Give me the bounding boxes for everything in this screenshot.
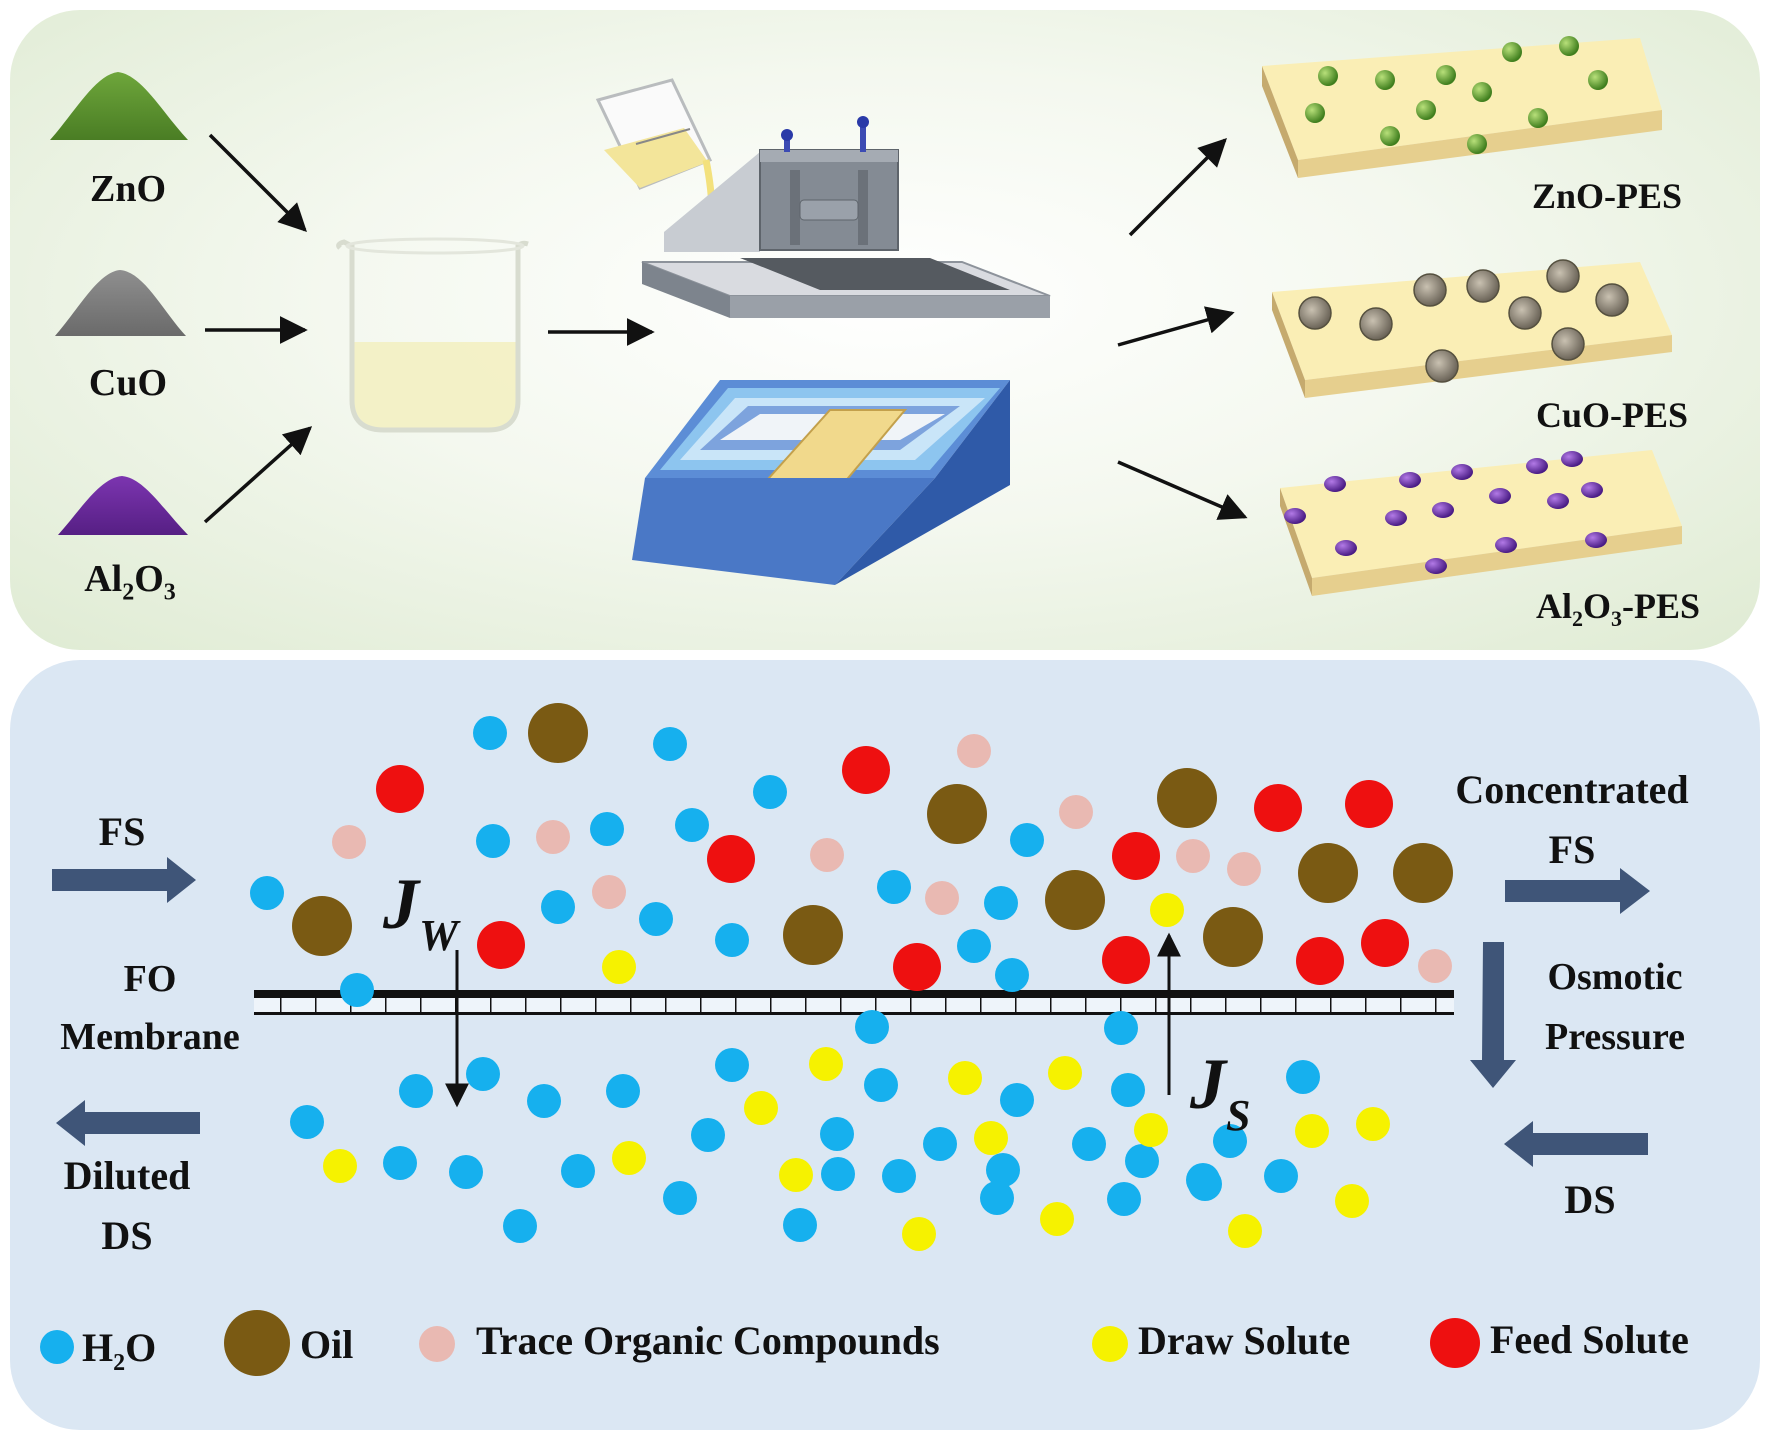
osmotic-pressure-arrow bbox=[1470, 942, 1516, 1088]
forward-osmosis-panel bbox=[10, 660, 1760, 1430]
zno-powder bbox=[50, 72, 188, 140]
legend-h2o-marker bbox=[40, 1330, 74, 1364]
concentrated-fs-line2: FS bbox=[1548, 827, 1596, 872]
legend-h2o-label: H2O bbox=[82, 1325, 157, 1376]
draw-side-particles bbox=[290, 1010, 1390, 1251]
fo-membrane-line2: Membrane bbox=[60, 1016, 240, 1058]
fabrication-diagram bbox=[50, 36, 1682, 596]
diluted-ds-line2: DS bbox=[101, 1213, 153, 1258]
arrow-al2o3 bbox=[203, 426, 313, 524]
al2o3-powder bbox=[58, 476, 188, 535]
pouring-beaker bbox=[595, 78, 716, 216]
film-caster bbox=[641, 116, 1051, 318]
cuo-particles bbox=[1298, 259, 1629, 383]
fo-membrane bbox=[254, 990, 1454, 1015]
fs-out-arrow bbox=[1505, 868, 1650, 914]
al2o3-particles bbox=[1284, 451, 1607, 574]
legend-trace-label: Trace Organic Compounds bbox=[476, 1318, 940, 1363]
arrow-to-cuo-pes bbox=[1117, 306, 1235, 347]
feed-side-particles bbox=[250, 703, 1453, 1007]
fs-in-arrow bbox=[52, 857, 196, 903]
fo-membrane-line1: FO bbox=[123, 958, 177, 1000]
cuo-pes-label: CuO-PES bbox=[1535, 395, 1689, 435]
legend-oil-label: Oil bbox=[300, 1322, 354, 1367]
legend-draw-marker bbox=[1092, 1326, 1128, 1362]
fs-in-label: FS bbox=[98, 809, 146, 854]
solute-flux-label: JS bbox=[1190, 1044, 1251, 1140]
beaker bbox=[336, 237, 529, 433]
legend-oil-marker bbox=[224, 1310, 290, 1376]
cuo-powder bbox=[55, 270, 186, 336]
coagulation-tray bbox=[632, 380, 1010, 585]
osmotic-pressure-line2: Pressure bbox=[1544, 1016, 1686, 1058]
legend-trace-marker bbox=[419, 1326, 455, 1362]
zno-particles bbox=[1305, 36, 1608, 154]
arrow-to-al2o3-pes bbox=[1117, 460, 1248, 520]
legend-feed-marker bbox=[1430, 1318, 1480, 1368]
ds-out-arrow bbox=[56, 1100, 200, 1146]
zno-pes-label: ZnO-PES bbox=[1531, 176, 1683, 216]
ds-in-label: DS bbox=[1564, 1177, 1616, 1222]
arrow-to-zno-pes bbox=[1128, 138, 1227, 237]
zno-label: ZnO bbox=[89, 168, 167, 210]
legend-draw-label: Draw Solute bbox=[1138, 1318, 1351, 1363]
osmotic-pressure-line1: Osmotic bbox=[1547, 956, 1683, 998]
arrow-zno bbox=[208, 133, 307, 232]
diluted-ds-line1: Diluted bbox=[63, 1153, 191, 1198]
al2o3-label: Al2O3 bbox=[84, 558, 176, 606]
cuo-label: CuO bbox=[88, 362, 168, 404]
legend-feed-label: Feed Solute bbox=[1490, 1317, 1689, 1362]
water-flux-label: JW bbox=[383, 864, 459, 960]
al2o3-pes-label: Al2O3-PES bbox=[1535, 586, 1701, 632]
ds-in-arrow bbox=[1504, 1121, 1648, 1167]
concentrated-fs-line1: Concentrated bbox=[1455, 767, 1689, 812]
